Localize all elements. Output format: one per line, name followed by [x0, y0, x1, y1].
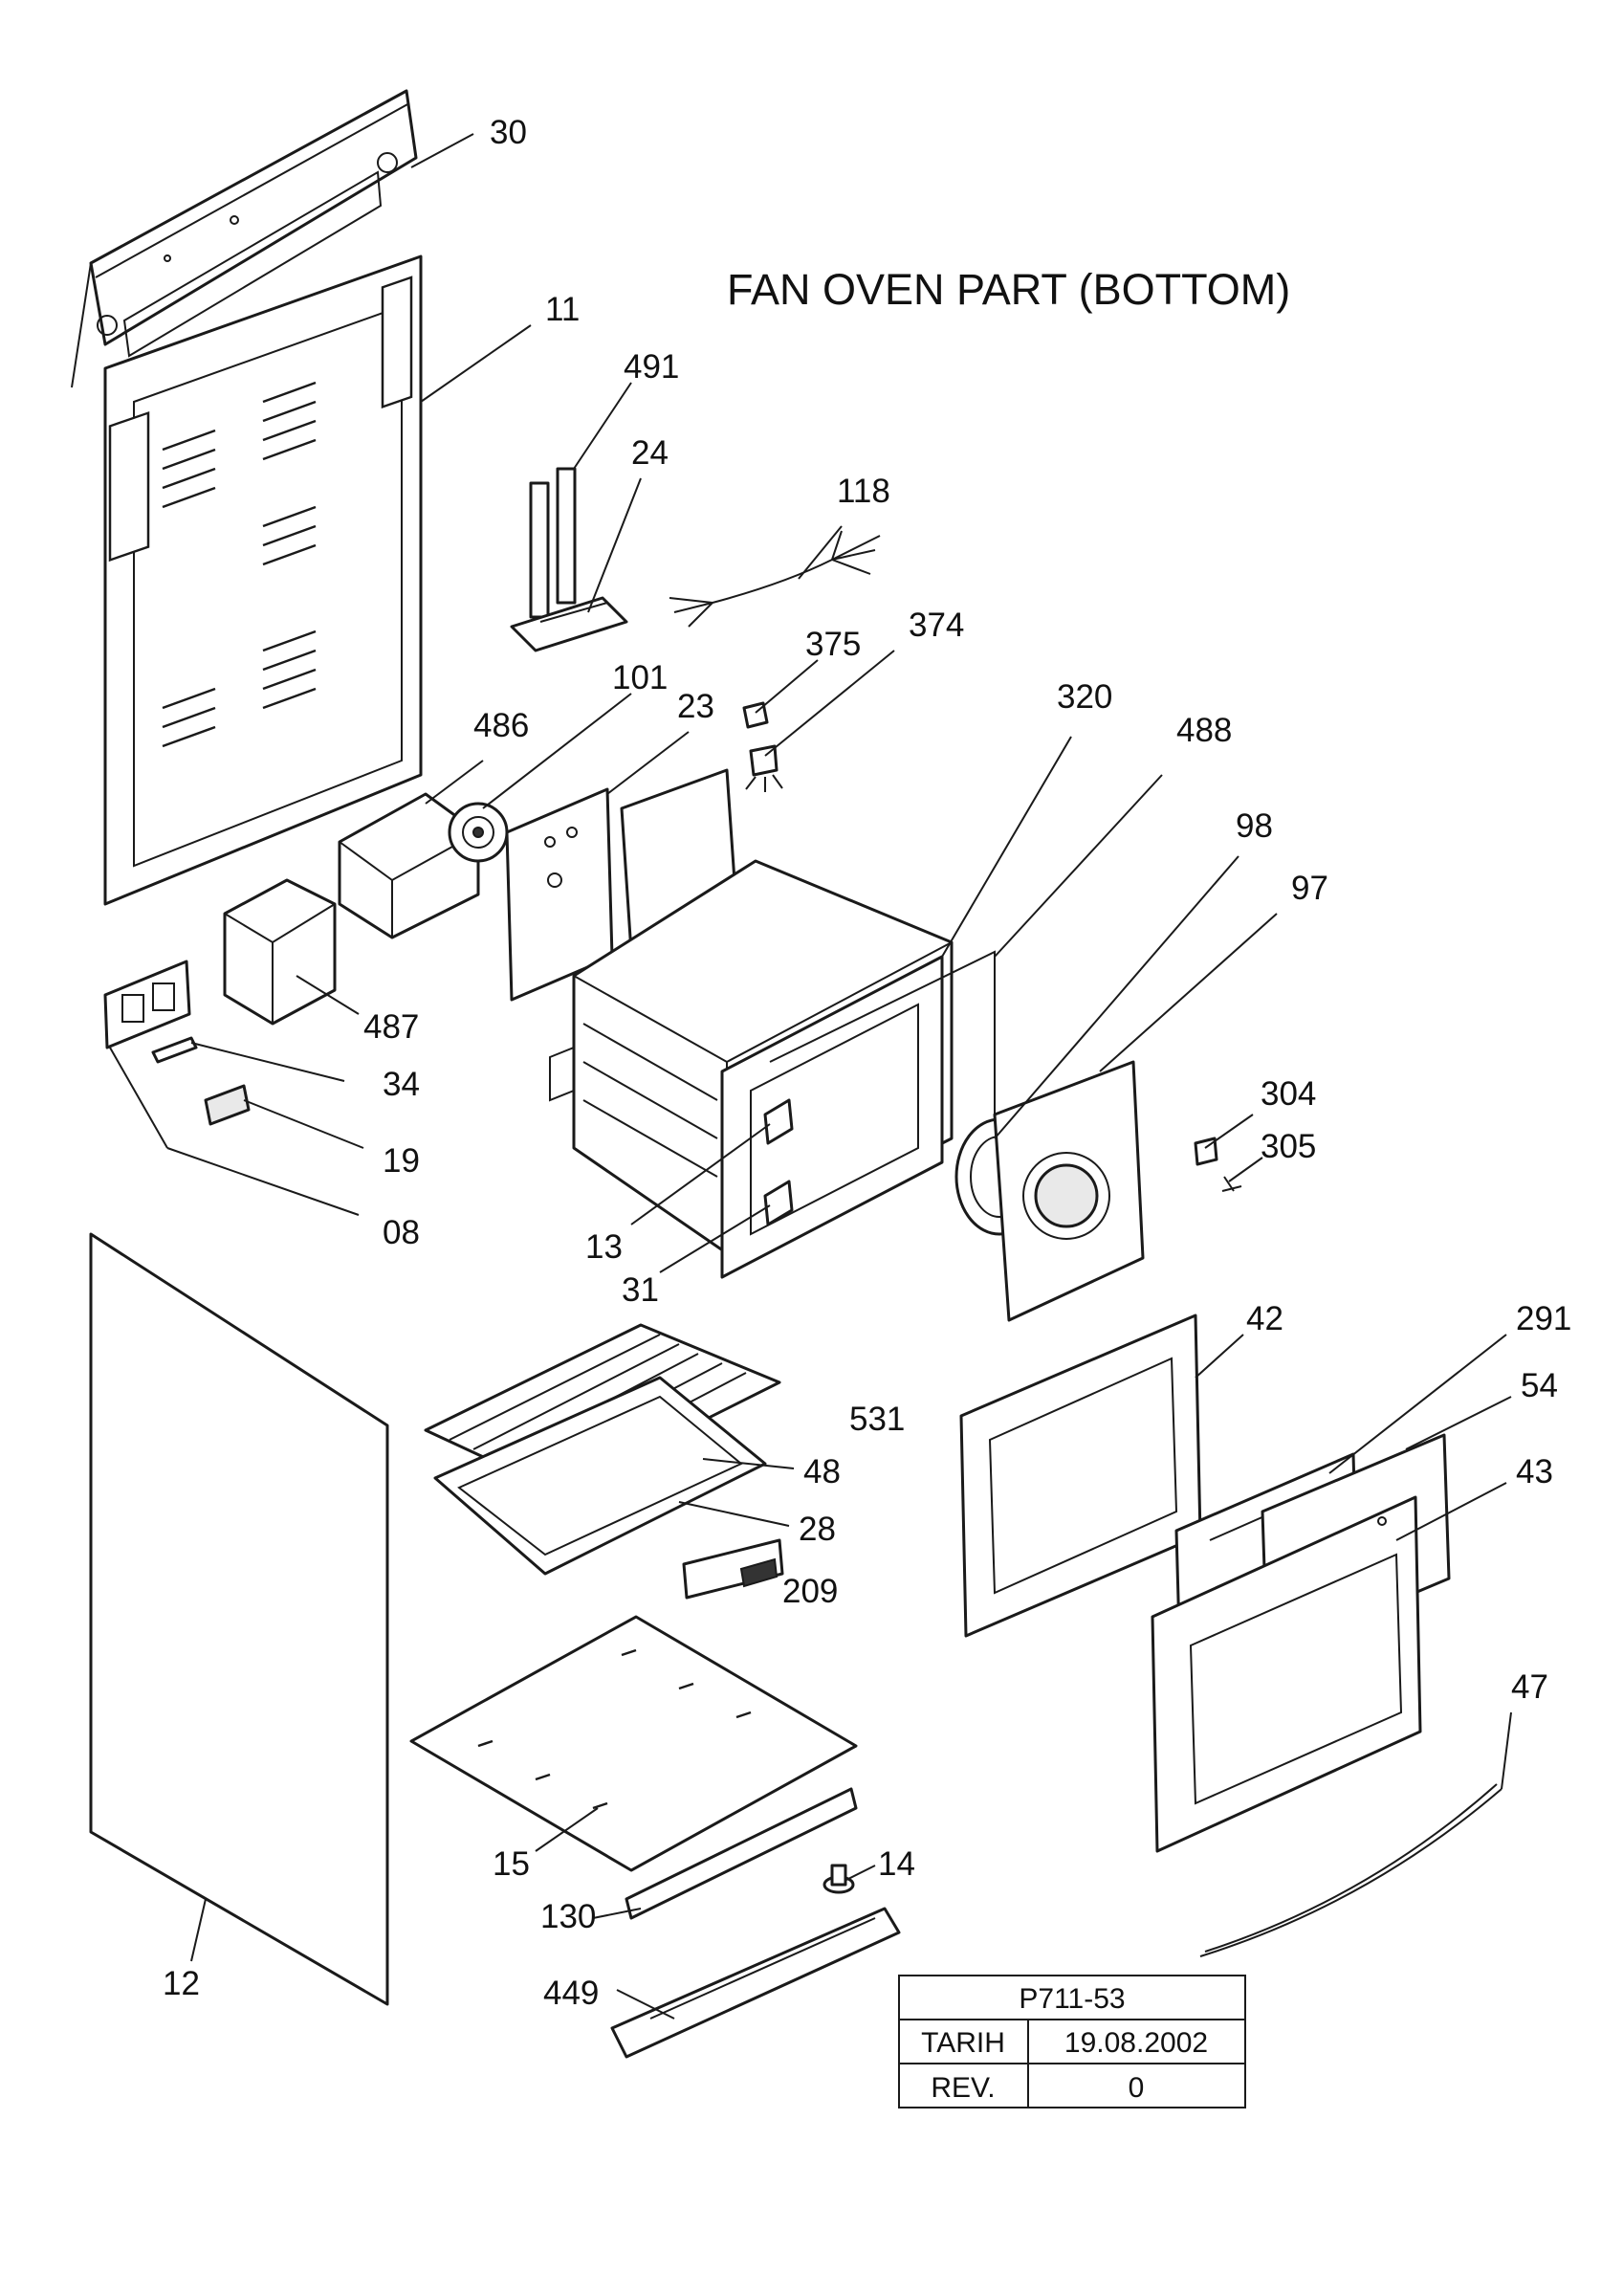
part-30-top-rail	[71, 89, 418, 388]
callout-304: 304	[1261, 1075, 1316, 1113]
part-24-bracket-base	[510, 596, 628, 652]
callout-291: 291	[1516, 1300, 1571, 1337]
callout-449: 449	[543, 1975, 599, 2012]
part-19-terminal-block	[204, 1084, 251, 1126]
part-42-outer-door	[959, 1314, 1202, 1638]
part-209-runner	[682, 1538, 784, 1600]
callout-486: 486	[473, 707, 529, 744]
part-374-lamp-holder	[745, 744, 783, 792]
part-486-insulation-block	[338, 792, 480, 939]
part-47-door-handle	[1199, 1783, 1502, 1957]
callout-28: 28	[799, 1511, 836, 1548]
part-375-lamp-cap	[742, 701, 769, 729]
callout-118: 118	[837, 473, 890, 510]
callout-97: 97	[1291, 870, 1328, 907]
back-panel-vents	[162, 381, 317, 748]
callout-48: 48	[803, 1453, 841, 1490]
callout-11: 11	[545, 291, 580, 328]
callout-209: 209	[782, 1573, 838, 1610]
revision-label: REV.	[931, 2072, 995, 2104]
callout-43: 43	[1516, 1453, 1553, 1490]
part-14-foot	[822, 1864, 855, 1894]
revision-value: 0	[1129, 2072, 1145, 2104]
callout-305: 305	[1261, 1128, 1316, 1165]
callout-30: 30	[490, 114, 527, 151]
part-34-switch	[151, 1036, 198, 1064]
title-block: P711-53 TARIH 19.08.2002 REV. 0	[898, 1975, 1246, 2108]
callout-31: 31	[622, 1271, 659, 1309]
drawing-number: P711-53	[1019, 1983, 1125, 2015]
part-13-hinge	[763, 1098, 794, 1145]
callout-15: 15	[493, 1845, 530, 1883]
callout-labels: 30 11 491 24 118 375 374 101 486 23 320 …	[163, 114, 1571, 2012]
part-101-fan-motor	[448, 802, 509, 863]
part-487-insulation-block	[223, 878, 337, 1026]
callout-14: 14	[878, 1845, 915, 1883]
callout-24: 24	[631, 434, 669, 472]
callout-47: 47	[1511, 1668, 1548, 1706]
part-43-front-door	[1151, 1495, 1422, 1853]
callout-19: 19	[383, 1142, 420, 1180]
callout-34: 34	[383, 1066, 420, 1103]
callout-98: 98	[1236, 807, 1273, 845]
date-value: 19.08.2002	[1064, 2027, 1208, 2059]
callout-320: 320	[1057, 678, 1112, 716]
callout-487: 487	[363, 1008, 419, 1046]
callout-101: 101	[612, 659, 668, 696]
part-304-clip	[1194, 1137, 1218, 1166]
part-491-bracket-columns	[529, 467, 577, 619]
callout-08: 08	[383, 1214, 420, 1251]
callout-23: 23	[677, 688, 714, 725]
part-118-wiring-harness	[669, 530, 881, 628]
callout-13: 13	[585, 1228, 623, 1266]
callout-12: 12	[163, 1965, 200, 2002]
callout-130: 130	[540, 1898, 596, 1935]
callout-531: 531	[849, 1401, 905, 1438]
part-08-switch-bracket	[103, 960, 191, 1049]
part-12-side-panel	[89, 1232, 389, 2006]
callout-54: 54	[1521, 1367, 1558, 1404]
drawing-title: FAN OVEN PART (BOTTOM)	[727, 265, 1290, 314]
callout-488: 488	[1176, 712, 1232, 749]
part-31-hinge	[763, 1180, 794, 1226]
part-97-fan-cover	[993, 1060, 1145, 1322]
callout-375: 375	[805, 626, 861, 663]
part-305-screw	[1221, 1176, 1242, 1192]
date-label: TARIH	[921, 2027, 1005, 2059]
part-449-control-panel-trim	[610, 1907, 901, 2059]
part-488-door-seal	[769, 950, 996, 1119]
part-15-bottom-plate	[409, 1615, 858, 1872]
leader-lines	[109, 133, 1512, 2020]
part-11-back-panel	[103, 254, 423, 906]
callout-491: 491	[624, 348, 679, 386]
callout-374: 374	[909, 607, 964, 644]
callout-42: 42	[1246, 1300, 1283, 1337]
